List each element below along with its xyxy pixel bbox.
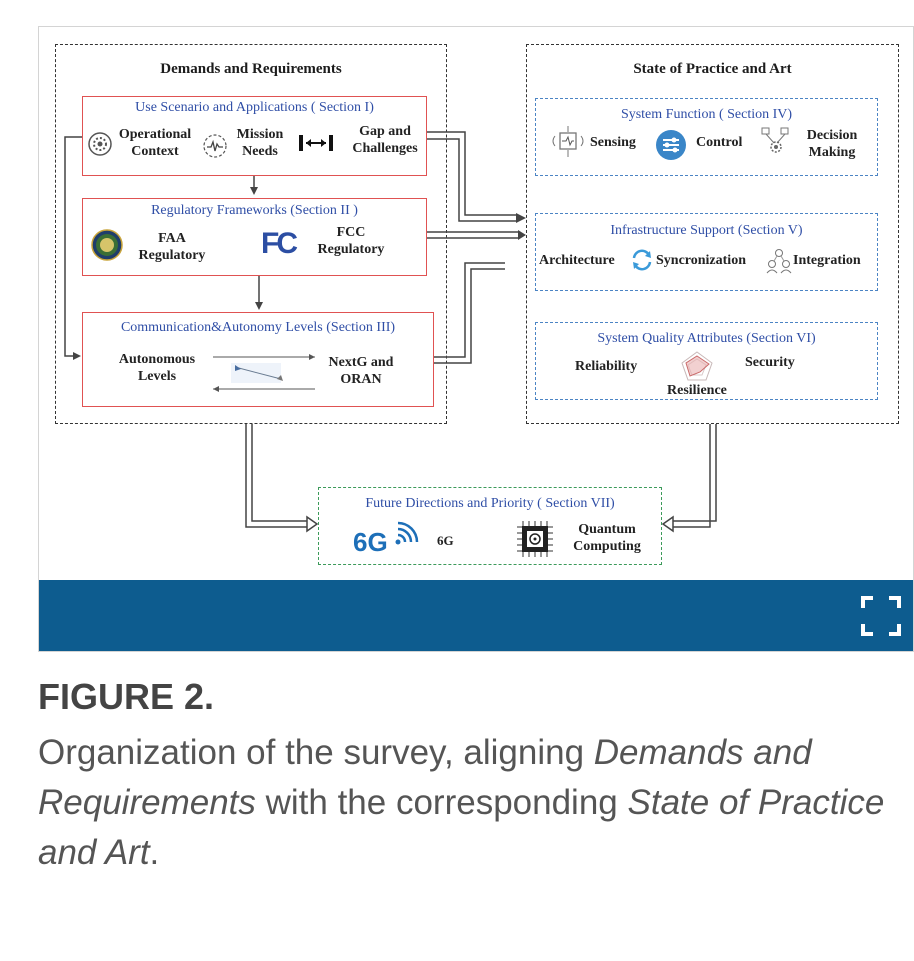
state-panel-title: State of Practice and Art xyxy=(633,61,792,77)
demands-panel-title: Demands and Requirements xyxy=(160,61,342,77)
nextg-label: NextG and xyxy=(328,355,394,370)
faa-regulatory-label: FAA Regulatory xyxy=(127,230,217,264)
caption-part1: Organization of the survey, aligning xyxy=(38,733,594,772)
faa-regulatory-text: Regulatory xyxy=(138,248,206,263)
oran-label: ORAN xyxy=(340,372,382,387)
autonomous-levels-label: Autonomous Levels xyxy=(109,351,205,385)
future-title: Future Directions and Priority ( Section… xyxy=(365,496,615,511)
fcc-logo: FC xyxy=(261,227,298,260)
control-label: Control xyxy=(696,135,743,150)
fcc-label: FCC xyxy=(336,225,366,240)
security-label: Security xyxy=(745,355,795,370)
figure-toolbar xyxy=(39,580,913,651)
levels-label: Levels xyxy=(137,369,177,384)
making-label: Making xyxy=(808,145,856,160)
gear-cycle-icon xyxy=(87,131,113,157)
system-function-title: System Function ( Section IV) xyxy=(620,107,793,122)
sensor-chip-icon xyxy=(548,124,588,160)
arrow-loop-section1-to-section3 xyxy=(64,136,82,357)
connector-arrows xyxy=(64,131,717,533)
drone-icon xyxy=(211,345,317,395)
radar-chart-icon xyxy=(679,349,715,383)
autonomous-label: Autonomous xyxy=(118,352,196,367)
logo-6g: 6G xyxy=(353,527,388,557)
decision-network-icon xyxy=(759,125,793,159)
gap-arrows-icon xyxy=(297,133,335,153)
use-scenario-box xyxy=(82,96,427,176)
fcc-regulatory-text: Regulatory xyxy=(317,242,385,257)
system-function-box xyxy=(535,98,878,176)
gap-label: Gap and xyxy=(359,124,411,139)
demands-panel xyxy=(55,44,447,424)
gap-challenges-label: Gap and Challenges xyxy=(343,123,427,157)
people-network-icon xyxy=(765,246,793,274)
sliders-control-icon xyxy=(655,129,687,161)
comm-autonomy-box xyxy=(82,312,434,407)
operational-label: Operational xyxy=(118,127,192,142)
decision-making-label: Decision Making xyxy=(797,127,867,161)
mission-needs-label: Mission Needs xyxy=(229,126,291,160)
arrow-demands-to-future xyxy=(245,424,307,528)
sensing-label: Sensing xyxy=(590,135,636,150)
quality-box xyxy=(535,322,878,400)
wifi-signal-icon xyxy=(393,521,419,547)
quality-title: System Quality Attributes (Section VI) xyxy=(597,331,816,346)
resilience-label: Resilience xyxy=(667,383,727,398)
quantum-chip-icon xyxy=(513,517,557,561)
architecture-label: Architecture xyxy=(539,253,615,268)
context-label: Context xyxy=(131,144,179,159)
caption-italic-state: State of Practice and Art xyxy=(38,783,885,872)
integration-label: Integration xyxy=(793,253,861,268)
arrow-state-to-future xyxy=(673,424,711,528)
quantum-label: Quantum xyxy=(578,522,636,537)
mission-label: Mission xyxy=(236,127,284,142)
figure-frame: Demands and Requirements State of Practi… xyxy=(38,26,914,652)
label-6g: 6G xyxy=(437,533,454,548)
faa-seal-icon xyxy=(91,229,123,261)
figure-caption: Organization of the survey, aligning Dem… xyxy=(38,728,898,878)
expand-icon[interactable] xyxy=(859,594,903,638)
faa-label: FAA xyxy=(158,231,186,246)
sync-label: Syncronization xyxy=(656,253,746,268)
fcc-regulatory-label: FCC Regulatory xyxy=(301,224,401,258)
reliability-label: Reliability xyxy=(575,359,638,374)
diagram-canvas: Demands and Requirements State of Practi… xyxy=(39,27,913,580)
waveform-circle-icon xyxy=(202,133,228,159)
decision-label: Decision xyxy=(806,128,858,143)
computing-label: Computing xyxy=(573,539,641,554)
regulatory-title: Regulatory Frameworks (Section II ) xyxy=(151,203,358,218)
needs-label: Needs xyxy=(242,144,278,159)
challenges-label: Challenges xyxy=(352,141,418,156)
infrastructure-title: Infrastructure Support (Section V) xyxy=(610,223,803,238)
caption-part3: . xyxy=(149,833,160,872)
comm-autonomy-title: Communication&Autonomy Levels (Section I… xyxy=(120,320,396,335)
arrow-section3-to-right xyxy=(434,262,505,358)
future-box xyxy=(318,487,662,565)
caption-part2: with the corresponding xyxy=(255,783,628,822)
arrow-section1-to-right xyxy=(427,131,517,216)
nextg-oran-label: NextG and ORAN xyxy=(315,354,407,388)
sync-arrows-icon xyxy=(629,247,655,273)
figure-caption-heading: FIGURE 2. xyxy=(38,676,215,717)
regulatory-box xyxy=(82,198,427,276)
caption-italic-demands: Demands and Requirements xyxy=(38,733,812,822)
infrastructure-box xyxy=(535,213,878,291)
operational-context-label: Operational Context xyxy=(112,126,198,160)
use-scenario-title: Use Scenario and Applications ( Section … xyxy=(135,100,374,115)
quantum-computing-label: Quantum Computing xyxy=(559,521,655,555)
state-panel xyxy=(526,44,899,424)
